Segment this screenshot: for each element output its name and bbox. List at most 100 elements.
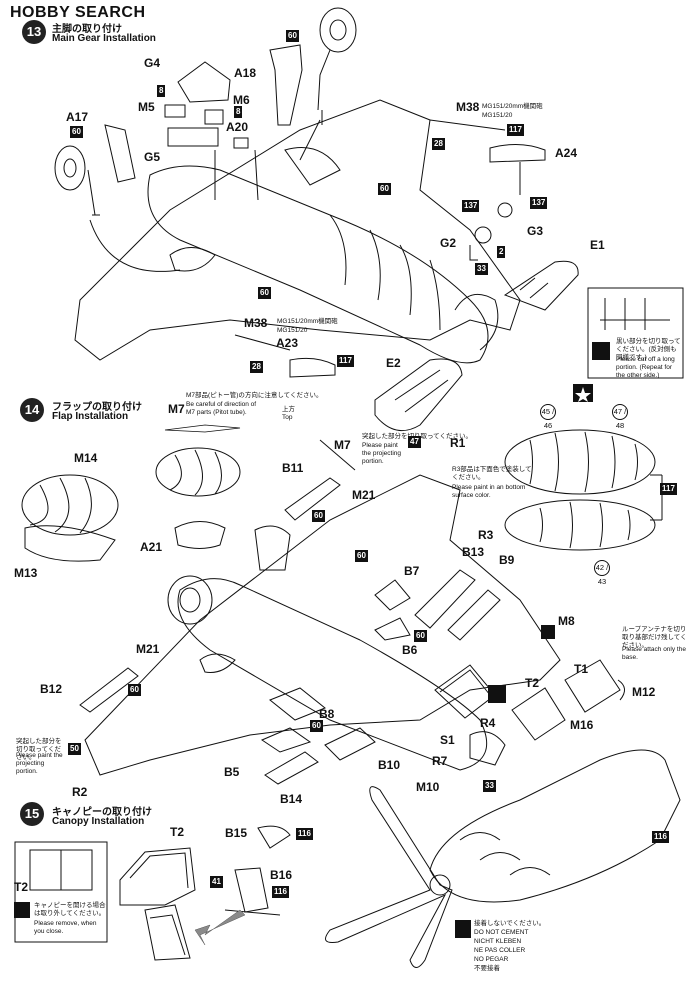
part-label: M13 bbox=[14, 566, 38, 580]
step-13-title-en: Main Gear Installation bbox=[52, 33, 156, 44]
part-label: E2 bbox=[386, 356, 401, 370]
color-tag: 117 bbox=[660, 483, 677, 495]
part-label: M6 bbox=[233, 93, 250, 107]
color-tag: 60 bbox=[258, 287, 271, 299]
fuselage-13 bbox=[147, 165, 489, 364]
wheel-top-13 bbox=[319, 7, 357, 53]
color-tag: 60 bbox=[310, 720, 323, 732]
warning-line: NE PAS COLLER bbox=[474, 947, 526, 954]
part-label: A23 bbox=[276, 336, 299, 350]
wheel-a17 bbox=[54, 145, 86, 191]
part-label: B9 bbox=[499, 553, 515, 567]
part-label: M8 bbox=[558, 614, 575, 628]
part-label: B13 bbox=[462, 545, 485, 559]
fuselage-nose bbox=[429, 749, 681, 903]
part-label: A17 bbox=[66, 110, 89, 124]
part-label: M5 bbox=[138, 100, 155, 114]
color-tag: 60 bbox=[286, 30, 299, 42]
step-14-title-en: Flap Installation bbox=[52, 411, 129, 422]
up-label-jp: 上方 bbox=[282, 406, 295, 413]
part-label: M16 bbox=[570, 718, 594, 732]
color-tag: 60 bbox=[414, 630, 427, 642]
color-tag: 137 bbox=[462, 200, 480, 212]
warning-line: DO NOT CEMENT bbox=[474, 929, 529, 936]
warning-line: 不要接着 bbox=[474, 965, 500, 972]
color-tag: 33 bbox=[475, 263, 488, 275]
part-label: E1 bbox=[590, 238, 605, 252]
part-label: T1 bbox=[574, 662, 589, 676]
part-label: B7 bbox=[404, 564, 420, 578]
part-label: B6 bbox=[402, 643, 418, 657]
cut-note-jp: 黒い部分を切り取ってください。(反対側も同様です。) bbox=[616, 338, 681, 361]
antenna-note-jp: ループアンテナを切り取り基部だけ残してください。 bbox=[622, 626, 687, 649]
part-label: M7 bbox=[334, 438, 351, 452]
color-tag: 28 bbox=[432, 138, 445, 150]
part-label: R4 bbox=[480, 716, 496, 730]
mg-label-en: MG151/20 bbox=[482, 112, 513, 119]
gear-door-a18 bbox=[269, 44, 303, 126]
color-tag: 116 bbox=[272, 886, 289, 898]
part-label: M21 bbox=[352, 488, 376, 502]
drop-tank-m14 bbox=[21, 474, 119, 536]
canopy-t2-15 bbox=[119, 847, 196, 906]
brand-logo: HOBBY SEARCH bbox=[10, 4, 146, 21]
mg-label-jp: MG151/20mm機関砲 bbox=[482, 103, 543, 110]
part-m13 bbox=[24, 525, 116, 562]
mg-label-en-2: MG151/20 bbox=[277, 327, 308, 334]
color-tag: 47 bbox=[408, 436, 421, 448]
mg-label-jp-2: MG151/20mm機関砲 bbox=[277, 318, 338, 325]
part-label: M38 bbox=[456, 100, 480, 114]
r3-note-en: Please paint in an bottom surface color. bbox=[452, 484, 526, 499]
antenna-note-en: Please attach only the base. bbox=[622, 646, 686, 661]
part-label: M10 bbox=[416, 780, 440, 794]
warning-line: 接着しないでください。 bbox=[474, 920, 546, 927]
color-tag: 137 bbox=[530, 197, 548, 209]
canopy-t1-14 bbox=[564, 659, 621, 713]
part-label: R7 bbox=[432, 754, 448, 768]
part-label: R2 bbox=[72, 785, 88, 799]
part-label: A24 bbox=[555, 146, 578, 160]
part-label: B11 bbox=[282, 461, 304, 475]
tail-fin-13 bbox=[454, 293, 499, 351]
part-label: M21 bbox=[136, 642, 160, 656]
part-label: G4 bbox=[144, 56, 161, 70]
r3-note-jp: R3部品は下面色で塗装してください。 bbox=[452, 466, 532, 481]
part-g4 bbox=[177, 61, 231, 103]
fuselage-14 bbox=[177, 578, 488, 771]
step-15-badge: 15 bbox=[20, 802, 44, 826]
decal-number: 45 / 46 bbox=[540, 404, 556, 430]
part-label: G2 bbox=[440, 236, 457, 250]
part-label: B14 bbox=[280, 792, 303, 806]
part-label: T2 bbox=[14, 880, 29, 894]
step-15-title-jp: キャノピーの取り付け bbox=[52, 807, 152, 818]
part-label: B5 bbox=[224, 765, 240, 779]
part-label: A20 bbox=[226, 120, 249, 134]
color-tag: 60 bbox=[70, 126, 83, 138]
warning-line: NICHT KLEBEN bbox=[474, 938, 522, 945]
color-tag: 117 bbox=[507, 124, 524, 136]
part-label: B12 bbox=[40, 682, 63, 696]
color-tag: 50 bbox=[68, 743, 81, 755]
part-label: A21 bbox=[140, 540, 163, 554]
color-tag: 117 bbox=[337, 355, 354, 367]
part-label: B16 bbox=[270, 868, 293, 882]
canopy-t2-14 bbox=[511, 687, 566, 741]
color-tag: 60 bbox=[378, 183, 391, 195]
color-tag: 8 bbox=[157, 85, 166, 97]
flap-e1 bbox=[503, 260, 579, 311]
main-wing-14 bbox=[84, 474, 561, 776]
color-tag: 60 bbox=[312, 510, 325, 522]
part-label: B10 bbox=[378, 758, 401, 772]
drop-tank-upper bbox=[155, 447, 241, 497]
part-label: B15 bbox=[225, 826, 248, 840]
color-tag: 41 bbox=[210, 876, 223, 888]
decal-number: 42 / 43 bbox=[594, 560, 610, 586]
flap-e2 bbox=[374, 358, 463, 432]
color-tag: 8 bbox=[234, 106, 243, 118]
decal-number: 47 / 48 bbox=[612, 404, 628, 430]
paint-note-en: Please paint the projecting portion. bbox=[362, 442, 402, 465]
color-tag: 116 bbox=[652, 831, 669, 843]
warning-line: NO PEGAR bbox=[474, 956, 509, 963]
propeller bbox=[325, 786, 453, 968]
